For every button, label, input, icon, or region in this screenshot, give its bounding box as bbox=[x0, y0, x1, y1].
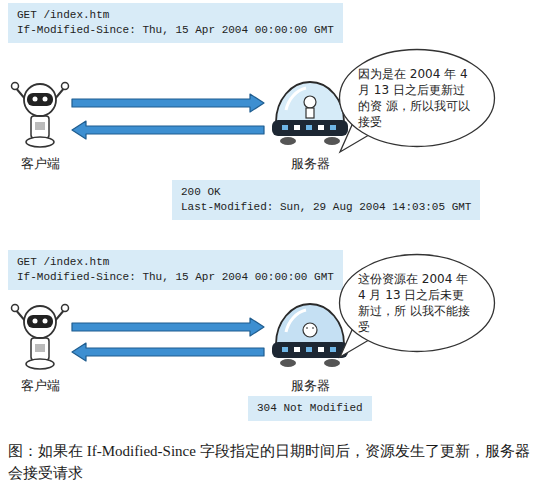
actor-figure: 服务器 bbox=[266, 292, 354, 394]
actor-label: 客户端 bbox=[21, 378, 60, 394]
header-box: GET /index.htmIf-Modified-Since: Thu, 15… bbox=[8, 250, 343, 290]
client-robot bbox=[10, 78, 70, 150]
header-box: 304 Not Modified bbox=[248, 396, 372, 421]
bubble-ellipse bbox=[340, 255, 495, 352]
actor-label: 客户端 bbox=[21, 156, 60, 172]
bubble-outline bbox=[338, 48, 496, 148]
header-line: 200 OK bbox=[181, 185, 471, 200]
bubble-text: 因为是在 2004 年 4 月 13 日之后更新过的资 源，所以我可以接受 bbox=[358, 66, 476, 130]
bubble-ellipse bbox=[340, 50, 495, 147]
figure-caption: 图：如果在 If-Modified-Since 字段指定的日期时间后，资源发生了… bbox=[8, 440, 530, 484]
header-line: GET /index.htm bbox=[17, 8, 334, 23]
header-box: 200 OKLast-Modified: Sun, 29 Aug 2004 14… bbox=[172, 180, 480, 220]
header-line: GET /index.htm bbox=[17, 255, 334, 270]
message-arrow bbox=[72, 318, 264, 336]
speech-bubble: 这份资源在 2004 年 4 月 13 日之后未更新过，所 以我不能接受 bbox=[338, 253, 496, 353]
actor-label: 服务器 bbox=[291, 378, 330, 394]
header-box: GET /index.htmIf-Modified-Since: Thu, 15… bbox=[8, 3, 343, 43]
actor-figure: 客户端 bbox=[10, 300, 70, 394]
message-arrow bbox=[72, 94, 264, 112]
header-line: Last-Modified: Sun, 29 Aug 2004 14:03:05… bbox=[181, 200, 471, 215]
message-arrow bbox=[72, 343, 264, 361]
message-arrow bbox=[72, 121, 264, 139]
header-line: 304 Not Modified bbox=[257, 401, 363, 416]
bubble-text: 这份资源在 2004 年 4 月 13 日之后未更新过，所 以我不能接受 bbox=[358, 271, 476, 335]
header-line: If-Modified-Since: Thu, 15 Apr 2004 00:0… bbox=[17, 270, 334, 285]
speech-bubble: 因为是在 2004 年 4 月 13 日之后更新过的资 源，所以我可以接受 bbox=[338, 48, 496, 148]
actor-figure: 客户端 bbox=[10, 78, 70, 172]
actor-figure: 服务器 bbox=[266, 70, 354, 172]
server-robot bbox=[266, 70, 354, 150]
actor-label: 服务器 bbox=[291, 156, 330, 172]
header-line: If-Modified-Since: Thu, 15 Apr 2004 00:0… bbox=[17, 23, 334, 38]
bubble-outline bbox=[338, 253, 496, 353]
client-robot bbox=[10, 300, 70, 372]
